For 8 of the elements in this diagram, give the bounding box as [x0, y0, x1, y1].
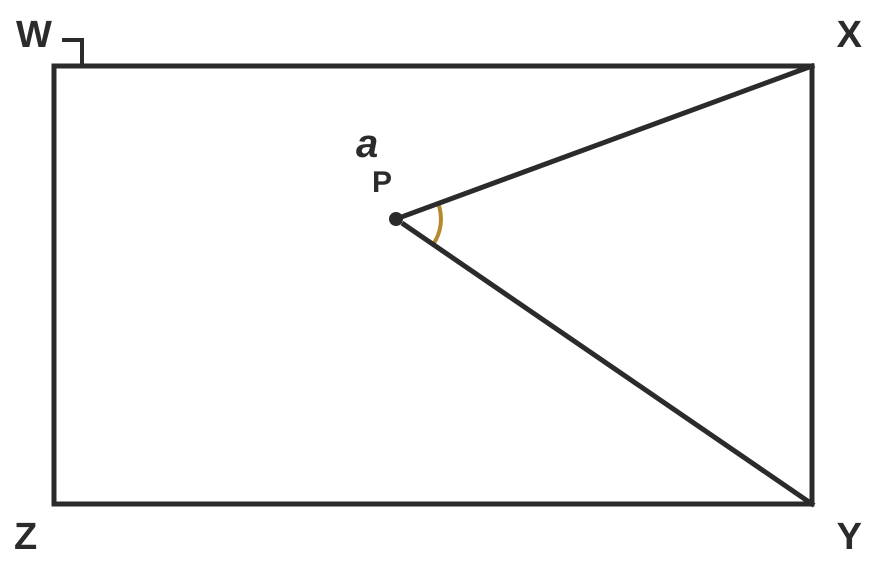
vertex-label: X	[812, 16, 862, 66]
angle-label: a	[356, 124, 378, 164]
vertex-label: P	[368, 168, 404, 226]
vertex-label: Z	[14, 504, 54, 556]
line-segment	[402, 222, 814, 506]
vertex-label: Y	[812, 504, 862, 556]
line-segment	[402, 64, 814, 219]
vertex-label: W	[16, 16, 54, 66]
